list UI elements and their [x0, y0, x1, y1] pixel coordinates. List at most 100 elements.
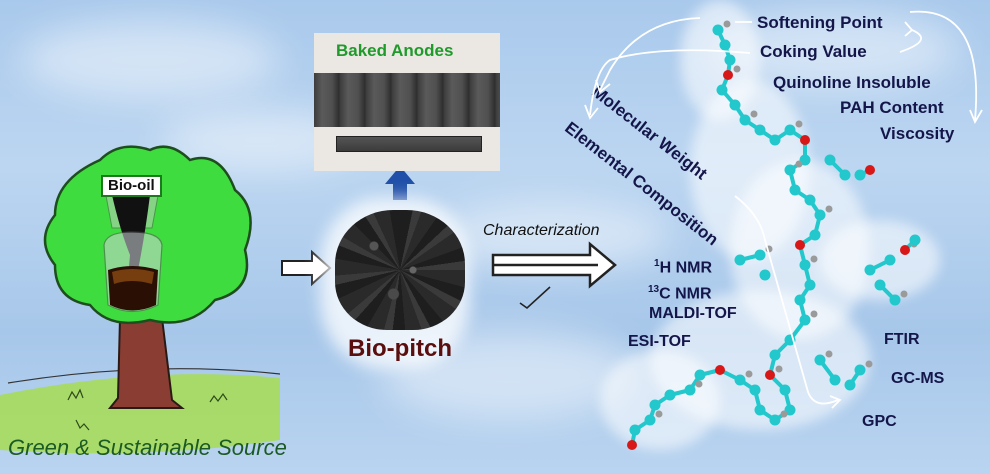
technique-esi-tof: ESI-TOF	[628, 333, 691, 350]
atom-carbon	[784, 124, 796, 136]
atom-hydrogen	[723, 20, 731, 28]
atom-hydrogen	[745, 370, 753, 378]
atom-carbon	[716, 84, 728, 96]
atom-oxygen	[800, 135, 810, 145]
c-nmr-text: C NMR	[659, 285, 712, 303]
atom-carbon	[864, 264, 876, 276]
source-caption: Green & Sustainable Source	[8, 435, 287, 460]
up-arrow-icon	[385, 166, 415, 200]
atom-carbon	[809, 229, 821, 241]
atom-carbon	[684, 384, 696, 396]
connector-arrow	[909, 10, 978, 121]
atom-carbon	[769, 134, 781, 146]
connector-arrow	[599, 17, 701, 91]
anode-bar	[336, 136, 482, 152]
connector-arrow	[589, 49, 751, 116]
atom-carbon	[839, 169, 851, 181]
atom-carbon	[649, 399, 661, 411]
atom-hydrogen	[825, 205, 833, 213]
technique-gc-ms: GC-MS	[891, 370, 945, 387]
atom-carbon	[629, 424, 641, 436]
atom-carbon	[804, 194, 816, 206]
atom-hydrogen	[733, 65, 741, 73]
atom-oxygen	[723, 70, 733, 80]
technique-gpc: GPC	[862, 413, 897, 430]
atom-oxygen	[865, 165, 875, 175]
atom-oxygen	[715, 365, 725, 375]
atom-hydrogen	[900, 290, 908, 298]
atom-hydrogen	[795, 160, 803, 168]
property-viscosity: Viscosity	[880, 124, 955, 143]
atom-carbon	[814, 209, 826, 221]
atom-carbon	[754, 249, 766, 261]
property-softening-point: Softening Point	[757, 13, 883, 32]
atom-hydrogen	[825, 350, 833, 358]
bio-oil-label-box: Bio-oil	[101, 175, 162, 197]
anode-cylinders	[314, 73, 500, 127]
h-nmr-text: H NMR	[659, 259, 712, 277]
atom-carbon	[814, 354, 826, 366]
atom-carbon	[794, 294, 806, 306]
atom-carbon	[664, 389, 676, 401]
atom-carbon	[734, 374, 746, 386]
atom-carbon	[789, 184, 801, 196]
grass-hill	[0, 374, 280, 454]
atom-hydrogen	[775, 365, 783, 373]
atom-carbon	[749, 384, 761, 396]
atom-oxygen	[627, 440, 637, 450]
atom-carbon	[734, 254, 746, 266]
connector-arrow	[734, 195, 839, 405]
bio-oil-label: Bio-oil	[108, 177, 155, 194]
atom-carbon	[829, 374, 841, 386]
property-pah-content: PAH Content	[840, 98, 944, 117]
atom-carbon	[909, 234, 921, 246]
atom-carbon	[769, 414, 781, 426]
atom-carbon	[799, 259, 811, 271]
technique-h-nmr: 1H NMR	[654, 258, 712, 277]
bio-pitch-image	[335, 210, 465, 330]
property-quinoline-insoluble: Quinoline Insoluble	[773, 73, 931, 92]
atom-carbon	[854, 169, 866, 181]
atom-carbon	[729, 99, 741, 111]
atom-hydrogen	[810, 255, 818, 263]
atom-carbon	[784, 164, 796, 176]
atom-carbon	[754, 124, 766, 136]
check-icon	[519, 286, 551, 310]
atom-oxygen	[795, 240, 805, 250]
technique-ftir: FTIR	[884, 331, 920, 348]
atom-carbon	[719, 39, 731, 51]
atom-carbon	[799, 314, 811, 326]
atom-carbon	[804, 279, 816, 291]
atom-carbon	[759, 269, 771, 281]
atom-carbon	[694, 369, 706, 381]
atom-hydrogen	[865, 360, 873, 368]
atom-carbon	[739, 114, 751, 126]
atom-carbon	[874, 279, 886, 291]
atom-carbon	[754, 404, 766, 416]
atom-hydrogen	[795, 120, 803, 128]
atom-carbon	[824, 154, 836, 166]
atom-oxygen	[765, 370, 775, 380]
bio-pitch-label: Bio-pitch	[348, 335, 452, 362]
baked-anodes-photo: Baked Anodes	[314, 33, 500, 171]
connector-arrow	[899, 29, 922, 53]
atom-carbon	[884, 254, 896, 266]
atom-carbon	[712, 24, 724, 36]
characterization-label: Characterization	[483, 222, 600, 239]
h-nmr-superscript: 1	[654, 258, 660, 269]
atom-hydrogen	[810, 310, 818, 318]
atom-hydrogen	[750, 110, 758, 118]
property-coking-value: Coking Value	[760, 42, 867, 61]
atom-hydrogen	[695, 380, 703, 388]
atom-carbon	[724, 54, 736, 66]
atom-carbon	[779, 384, 791, 396]
technique-c-nmr: 13C NMR	[648, 284, 712, 303]
c-nmr-superscript: 13	[648, 284, 660, 295]
atom-oxygen	[900, 245, 910, 255]
technique-maldi-tof: MALDI-TOF	[649, 305, 737, 322]
atom-hydrogen	[655, 410, 663, 418]
baked-anodes-label: Baked Anodes	[336, 41, 454, 60]
